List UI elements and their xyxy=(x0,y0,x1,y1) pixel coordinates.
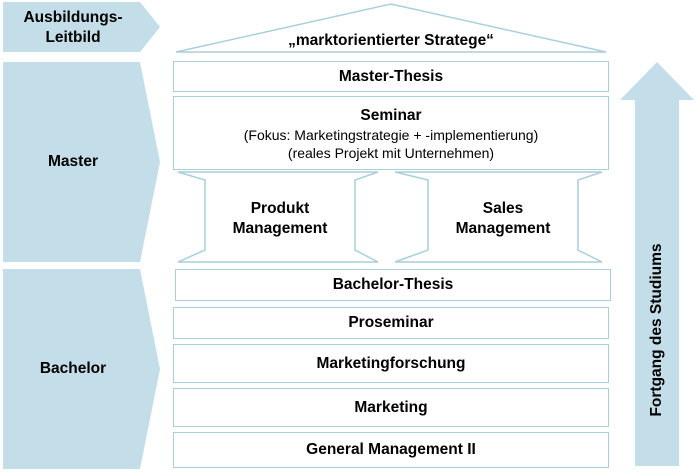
master-thesis-label: Master-Thesis xyxy=(338,67,444,85)
general-management-box: General Management II xyxy=(173,432,609,468)
pillar-left-line1: Produkt xyxy=(250,200,310,217)
master-label: Master xyxy=(48,153,98,170)
pillar-right xyxy=(394,171,603,263)
ausbildungsleitbild-line1: Ausbildungs- xyxy=(23,9,123,26)
progress-arrow-label: Fortgang des Studiums xyxy=(648,243,665,417)
pillar-left xyxy=(177,171,379,263)
ausbildungsleitbild-label: Ausbildungs- Leitbild xyxy=(3,8,143,48)
pillar-left-label: Produkt Management xyxy=(205,199,355,239)
bachelor-thesis-label: Bachelor-Thesis xyxy=(332,276,454,293)
marketing-box: Marketing xyxy=(173,388,609,427)
seminar-project: (reales Projekt mit Unternehmen) xyxy=(287,145,495,161)
general-management-label: General Management II xyxy=(306,441,476,458)
seminar-box: Seminar (Fokus: Marketingstrategie + -im… xyxy=(173,96,609,170)
proseminar-label: Proseminar xyxy=(348,314,434,331)
proseminar-box: Proseminar xyxy=(173,307,609,339)
master-thesis-box: Master-Thesis xyxy=(173,61,609,92)
ausbildungsleitbild-line2: Leitbild xyxy=(45,29,101,46)
progress-arrow xyxy=(620,62,694,466)
pillar-right-line2: Management xyxy=(455,220,551,237)
pillar-right-line1: Sales xyxy=(482,200,524,217)
ausbildungsleitbild-chevron xyxy=(3,2,160,52)
master-chevron xyxy=(3,62,160,262)
roof-label: „marktorientierter Stratege“ xyxy=(288,32,494,49)
marketingforschung-box: Marketingforschung xyxy=(173,344,609,383)
seminar-focus: (Fokus: Marketingstrategie + -implementi… xyxy=(243,127,539,143)
bachelor-thesis-box: Bachelor-Thesis xyxy=(175,269,611,301)
pillar-left-line2: Management xyxy=(232,220,328,237)
seminar-title: Seminar xyxy=(360,107,422,124)
roof-shape xyxy=(175,3,607,53)
bachelor-chevron xyxy=(3,269,160,469)
marketing-label: Marketing xyxy=(354,398,428,416)
pillar-right-label: Sales Management xyxy=(428,199,578,239)
marketingforschung-label: Marketingforschung xyxy=(316,354,466,372)
bachelor-label: Bachelor xyxy=(39,360,107,377)
